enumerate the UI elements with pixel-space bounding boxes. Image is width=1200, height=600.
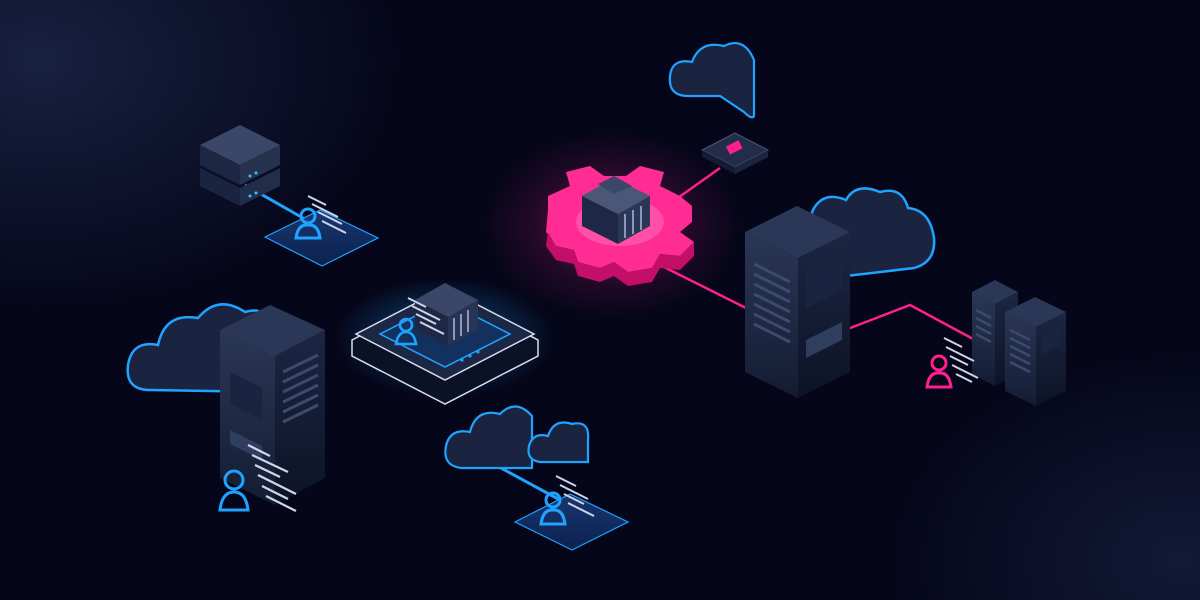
code-lines-icon: [943, 337, 979, 383]
cloud-icon: [444, 405, 534, 470]
code-lines-icon: [407, 297, 445, 335]
user-icon: [394, 317, 418, 346]
server-tower-icon: [220, 305, 325, 505]
code-lines-icon: [555, 475, 595, 517]
cloud-icon: [527, 421, 590, 464]
user-icon: [294, 207, 322, 240]
bank-building-icon: [582, 176, 650, 244]
user-pad-bottom: [513, 475, 630, 551]
cloud-icon: [668, 42, 756, 119]
user-icon: [539, 491, 567, 526]
chip-icon: [700, 132, 770, 174]
pink-link-right-servers: [844, 303, 976, 342]
user-icon: [925, 354, 953, 389]
code-lines-icon: [307, 195, 347, 234]
user-icon: [218, 469, 250, 512]
server-tower-icon: [1005, 297, 1066, 406]
server-tower-icon: [745, 206, 850, 398]
user-pad-top-left: [263, 195, 380, 267]
code-lines-icon: [247, 444, 297, 512]
server-box-icon: [200, 125, 280, 206]
